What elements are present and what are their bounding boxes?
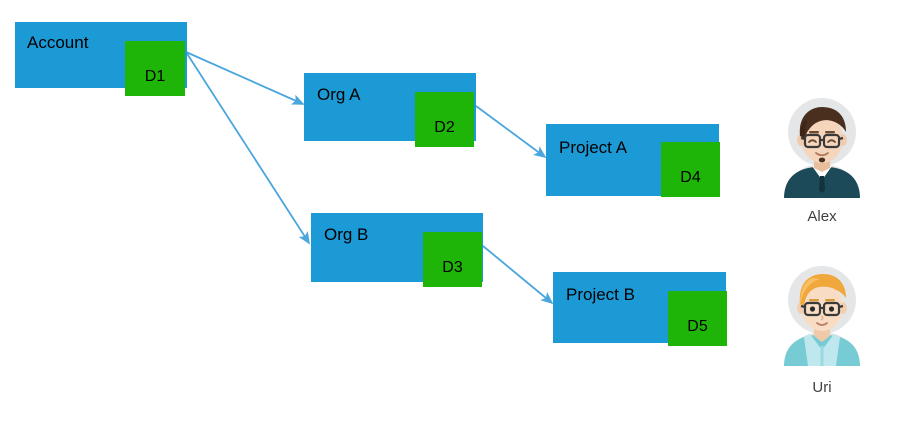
badge-d2[interactable]: D2: [415, 92, 474, 147]
person-alex-name: Alex: [807, 208, 837, 225]
badge-d1[interactable]: D1: [125, 41, 185, 96]
person-avatar-glasses-blond-hair-icon: [784, 266, 860, 366]
badge-d3-label: D3: [442, 258, 463, 276]
badge-d4-label: D4: [680, 168, 701, 186]
person-avatar-glasses-dark-hair-icon: [784, 98, 860, 198]
person-alex[interactable]: Alex: [762, 98, 882, 228]
badge-d3[interactable]: D3: [423, 232, 482, 287]
node-project-a-label: Project A: [559, 138, 628, 157]
edge-org-b-to-project-b: [482, 245, 554, 305]
edge-org-a-to-project-a: [475, 105, 547, 159]
badge-d5[interactable]: D5: [668, 291, 727, 346]
node-org-a-label: Org A: [317, 85, 361, 104]
badge-d5-label: D5: [687, 317, 708, 335]
badge-d4[interactable]: D4: [661, 142, 720, 197]
edge-account-to-org-b: [185, 51, 310, 245]
node-project-b-label: Project B: [566, 285, 635, 304]
person-uri-name: Uri: [812, 379, 832, 396]
badge-d1-label: D1: [144, 67, 166, 85]
badge-d2-label: D2: [434, 118, 455, 136]
person-uri[interactable]: Uri: [762, 266, 882, 396]
node-org-b-label: Org B: [324, 225, 369, 244]
node-account-label: Account: [27, 33, 89, 52]
edge-account-to-org-a: [185, 51, 305, 105]
